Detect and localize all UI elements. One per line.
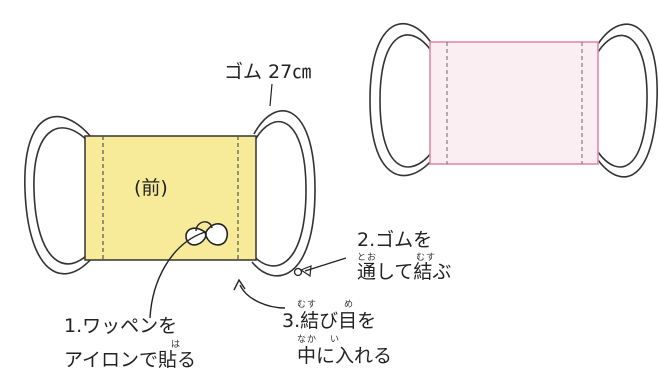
left-ear-loop-left (24, 115, 93, 275)
step3-arrow (239, 284, 286, 309)
step3-ruby-d: い (330, 335, 341, 345)
step3-line1: 3.結び目を (282, 310, 377, 332)
step3-ruby-b: め (344, 300, 355, 310)
step3-line2: 中に入れる (297, 345, 393, 367)
step3-ruby-c: なか (297, 335, 318, 345)
left-mask-panel (84, 135, 257, 261)
step1-line1: 1.ワッペンを (64, 315, 178, 337)
left-ear-loop-right (251, 110, 316, 277)
elastic-length-label: ゴム 27㎝ (224, 61, 312, 83)
patch-swirl (195, 221, 213, 232)
elastic-pointer-line (269, 83, 273, 107)
step2-ruby-b: むす (416, 253, 437, 263)
step2-pointer-line (304, 257, 347, 272)
right-ear-loop-right (597, 23, 658, 178)
step2-line1: 2.ゴムを (357, 229, 433, 251)
right-mask-panel (429, 41, 599, 165)
step1-line2: アイロンで貼る (64, 349, 197, 371)
step2-ruby-a: とお (357, 253, 378, 263)
right-ear-loop-left (369, 23, 433, 177)
step1-pointer-line (149, 231, 206, 319)
step3-ruby-a: むす (297, 300, 318, 310)
step2-line2: 通して結ぶ (357, 261, 452, 283)
step3-arrowhead (233, 278, 246, 291)
knot-icon (293, 265, 312, 278)
front-label: (前) (134, 177, 168, 199)
step1-ruby: は (171, 340, 182, 350)
